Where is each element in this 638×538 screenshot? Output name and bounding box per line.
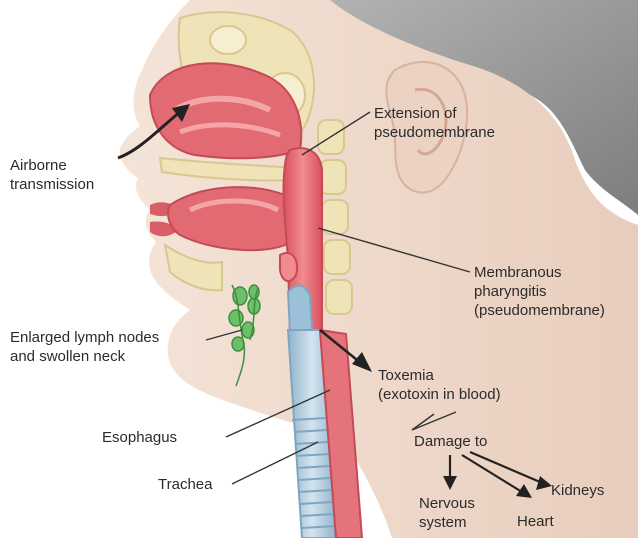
label-enlarged-lymph-nodes: Enlarged lymph nodes and swollen neck	[10, 328, 159, 366]
label-airborne-transmission: Airborne transmission	[10, 156, 94, 194]
label-kidneys: Kidneys	[551, 481, 604, 500]
label-trachea: Trachea	[158, 475, 212, 494]
label-membranous-pharyngitis: Membranous pharyngitis (pseudomembrane)	[474, 263, 605, 320]
epiglottis	[280, 253, 297, 281]
label-heart: Heart	[517, 512, 554, 531]
label-toxemia: Toxemia (exotoxin in blood)	[378, 366, 501, 404]
label-nervous-system: Nervous system	[419, 494, 475, 532]
label-extension-of-pseudomembrane: Extension of pseudomembrane	[374, 104, 495, 142]
label-damage-to: Damage to	[414, 432, 487, 451]
label-esophagus: Esophagus	[102, 428, 177, 447]
